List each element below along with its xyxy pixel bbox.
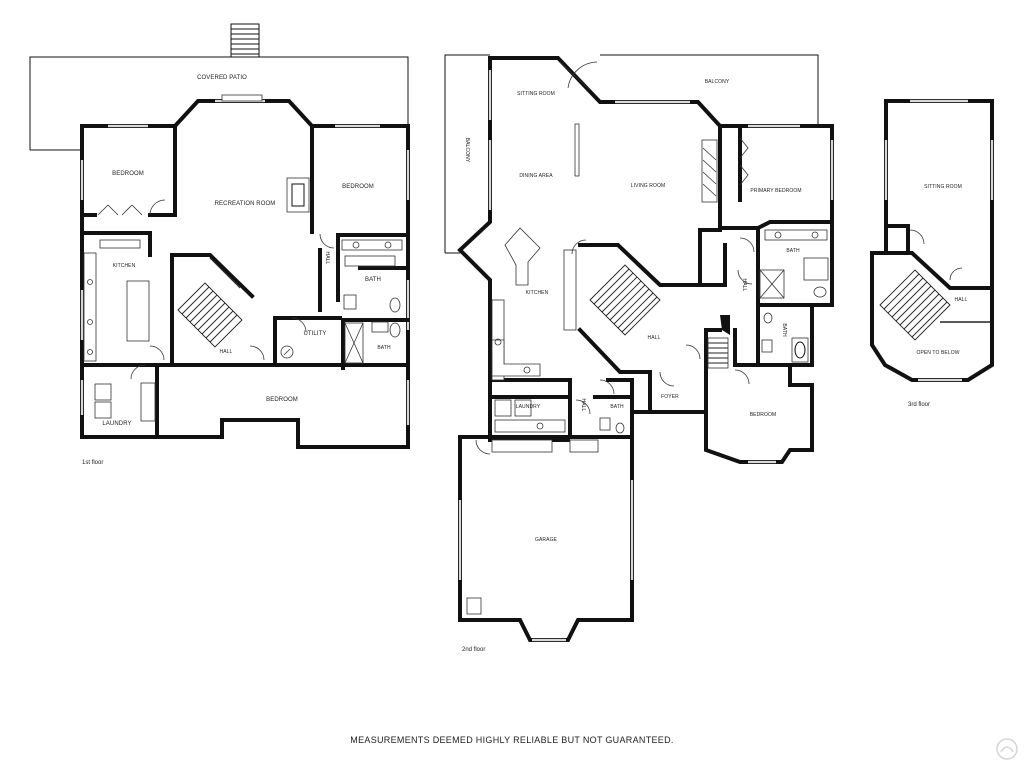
hall-small-label: HALL [580,399,586,412]
covered-patio-label: COVERED PATIO [197,75,247,81]
second-floor-plan: BALCONY SITTING ROOM BALCONY DINING AREA… [444,54,834,653]
bedroom-ne-label: BEDROOM [342,184,374,190]
covered-patio-outline [29,56,409,150]
garage-label: GARAGE [535,537,558,543]
first-floor-outer-walls [80,99,410,449]
bath-small-label: BATH [781,323,787,337]
third-floor-stairs [879,269,951,341]
laundry-2f-label: LAUNDRY [516,404,541,410]
dining-area-label: DINING AREA [519,173,553,179]
living-room-label: LIVING ROOM [631,183,665,189]
first-floor-interior-walls [80,124,410,439]
second-floor-label: 2nd floor [462,647,485,653]
third-floor-outer-walls [870,99,994,382]
bedroom-2f-label: BEDROOM [750,412,777,418]
laundry-label: LAUNDRY [102,421,131,427]
brand-logo-icon [996,738,1018,760]
third-floor-label: 3rd floor [908,402,930,408]
second-floor-interior-walls [488,124,834,439]
bath-upper-label: BATH [365,277,381,283]
balcony-north-outline [600,54,819,126]
second-floor-stairs [589,264,661,336]
third-floor-plan: SITTING ROOM HALL OPEN TO BELOW 3rd floo… [870,99,994,408]
bedroom-nw-label: BEDROOM [112,171,144,177]
first-floor-plan: COVERED PATIO BEDROOM RECREATION ROOM BE… [29,23,410,466]
patio-steps [230,23,260,58]
first-floor-stairs [177,257,243,348]
kitchen-island [126,280,150,342]
recreation-room-label: RECREATION ROOM [215,201,276,207]
bedroom-south-label: BEDROOM [266,397,298,403]
first-floor-label: 1st floor [82,460,103,466]
balcony-north-label: BALCONY [705,79,730,85]
hall-stair-label: HALL [220,349,233,355]
bath-lower-label: BATH [377,345,391,351]
hall-center-label: HALL [648,335,661,341]
primary-bedroom-label: PRIMARY BEDROOM [750,188,801,194]
utility-label: UTILITY [303,331,326,337]
hall-right-label: HALL [741,279,747,292]
foyer-label: FOYER [661,394,679,400]
sitting-room-3f-label: SITTING ROOM [924,184,962,190]
hall-3f-label: HALL [955,297,968,303]
kitchen-island-2f [504,227,541,286]
bath-powder-label: BATH [610,404,624,410]
balcony-west-label: BALCONY [464,138,470,163]
hall-vertical-label: HALL [324,252,330,265]
bath-primary-label: BATH [786,248,800,254]
kitchen-2f-label: KITCHEN [526,290,549,296]
disclaimer-text: MEASUREMENTS DEEMED HIGHLY RELIABLE BUT … [350,735,674,745]
sitting-room-2f-label: SITTING ROOM [517,91,555,97]
open-to-below-label: OPEN TO BELOW [916,350,959,356]
balcony-west-outline [444,54,490,253]
kitchen-label: KITCHEN [113,263,136,269]
